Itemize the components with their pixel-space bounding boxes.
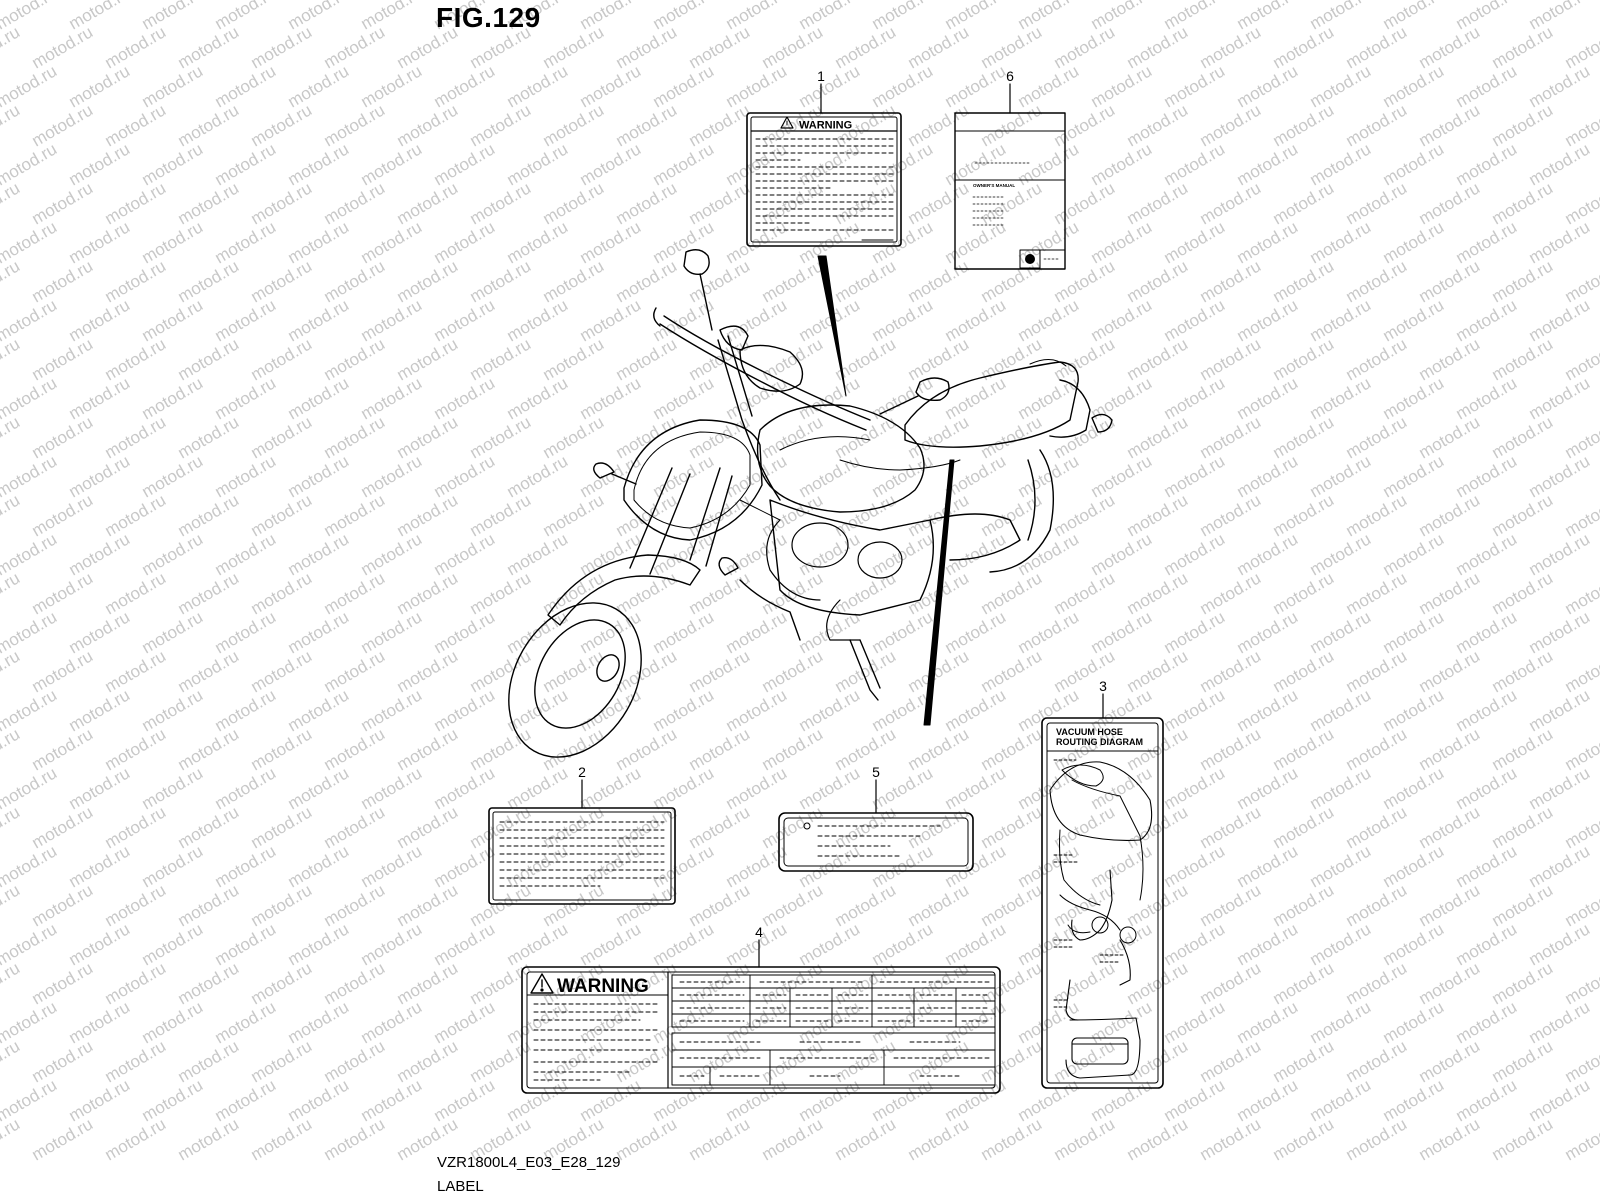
label-4-heading: WARNING — [557, 976, 649, 997]
label-6-manual-text: OWNER'S MANUAL — [973, 183, 1015, 188]
label-4-warning-table: WARNING — [521, 966, 1001, 1094]
callout-6: 6 — [1006, 68, 1014, 84]
callout-4: 4 — [755, 924, 763, 940]
model-code: VZR1800L4_E03_E28_129 — [437, 1154, 621, 1171]
callout-2: 2 — [578, 764, 586, 780]
label-5 — [778, 812, 974, 872]
section-name: LABEL — [437, 1178, 484, 1195]
callout-5: 5 — [872, 764, 880, 780]
label-2 — [488, 807, 676, 905]
callout-1: 1 — [817, 68, 825, 84]
figure-title: FIG.129 — [436, 2, 541, 33]
label-6-manual: OWNER'S MANUAL — [954, 112, 1066, 270]
callout-3: 3 — [1099, 678, 1107, 694]
label-1-warning: WARNING — [746, 112, 902, 247]
label-3-heading-line1: VACUUM HOSE — [1056, 727, 1123, 737]
motorcycle-drawing — [508, 249, 1113, 758]
label-3-heading-line2: ROUTING DIAGRAM — [1056, 737, 1143, 747]
label-3-vacuum-hose: VACUUM HOSE ROUTING DIAGRAM — [1041, 717, 1164, 1089]
label-1-heading: WARNING — [799, 120, 852, 132]
